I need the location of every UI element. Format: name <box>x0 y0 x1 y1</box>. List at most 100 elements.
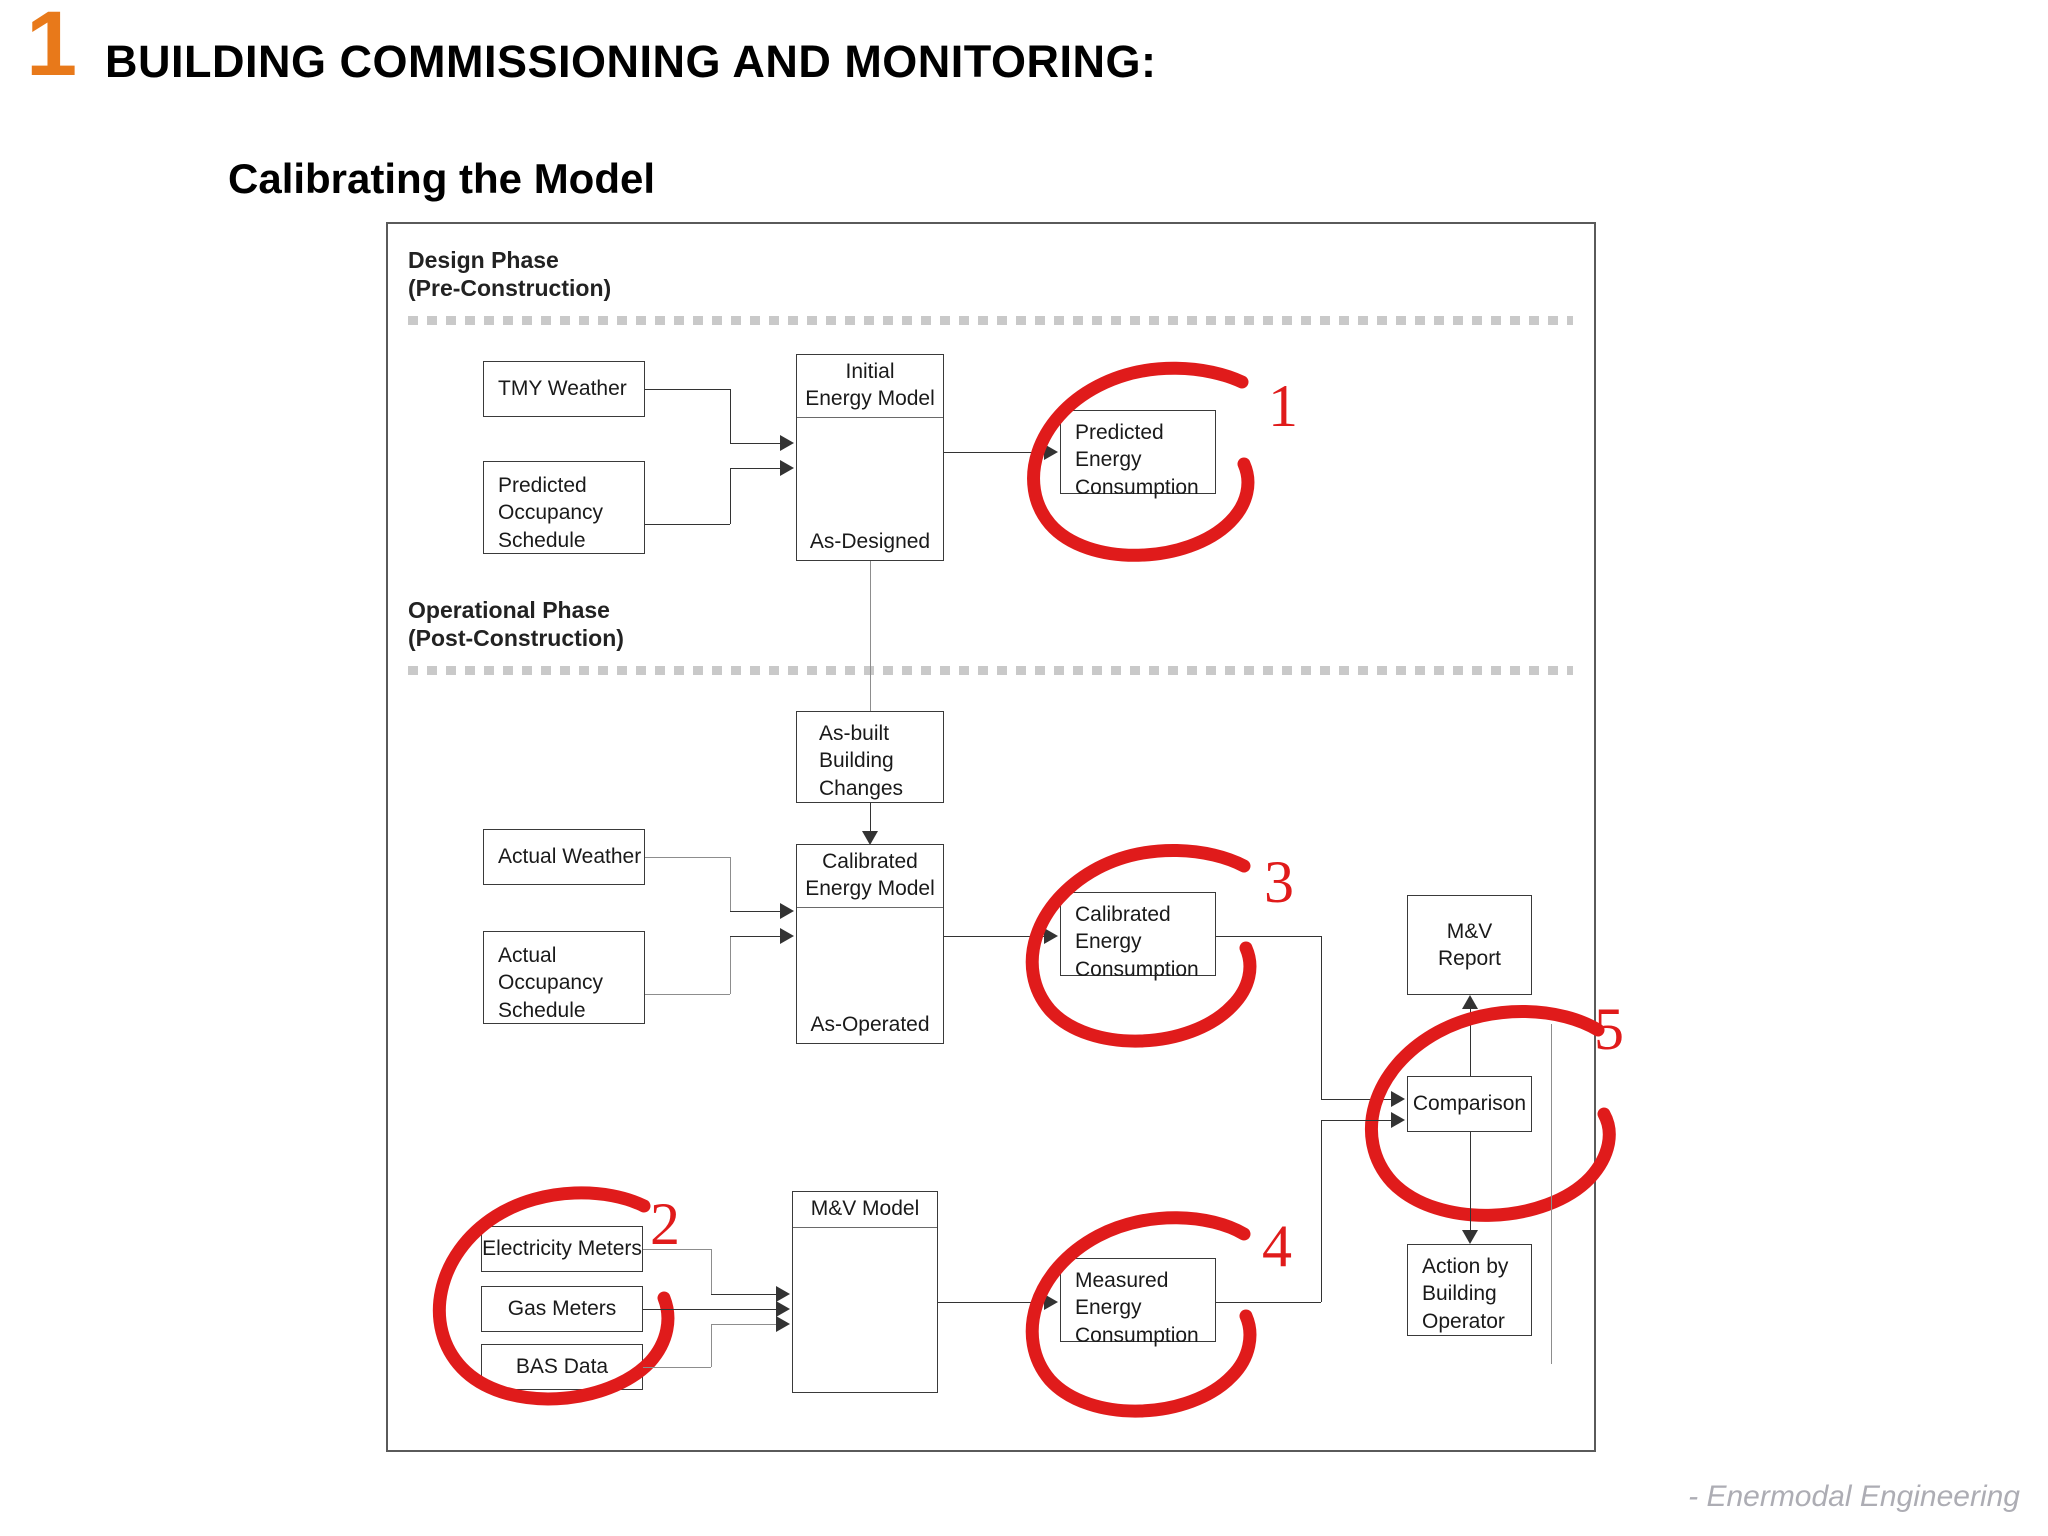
node-actual-occupancy: Actual Occupancy Schedule <box>483 931 645 1024</box>
slide-number: 1 <box>26 0 78 95</box>
node-initial-energy-model: Initial Energy Model As-Designed <box>796 354 944 561</box>
connector-tmy-v <box>730 389 731 443</box>
connector-mvmodel-to-measured <box>938 1302 1044 1303</box>
arrow-to-action-by-operator <box>1462 1230 1478 1244</box>
connector-occ-h2 <box>730 468 780 469</box>
phase-divider-design <box>408 316 1573 325</box>
arrow-to-predicted-consumption <box>1044 444 1058 460</box>
connector-elec-h2 <box>711 1294 776 1295</box>
slide-header: 1 BUILDING COMMISSIONING AND MONITORING: <box>0 0 2048 130</box>
connector-gas-h <box>643 1309 776 1310</box>
connector-elec-v <box>711 1249 712 1294</box>
arrow-to-calibrated-model <box>862 831 878 845</box>
connector-initial-to-predicted <box>944 452 1044 453</box>
phase-divider-operational <box>408 666 1573 675</box>
node-calibrated-energy-model: Calibrated Energy Model As-Operated <box>796 844 944 1044</box>
connector-measured-to-comparison-v <box>1321 1120 1322 1302</box>
arrow-to-calibrated-model-1 <box>780 903 794 919</box>
arrow-to-calibrated-model-2 <box>780 928 794 944</box>
arrow-to-mv-model-3 <box>776 1316 790 1332</box>
annotation-number-4: 4 <box>1262 1213 1292 1279</box>
node-gas-meters: Gas Meters <box>481 1286 643 1332</box>
node-electricity-meters-label: Electricity Meters <box>482 1237 642 1261</box>
annotation-circle-1 <box>1027 361 1255 562</box>
node-measured-consumption: Measured Energy Consumption <box>1060 1258 1216 1347</box>
arrow-to-calibrated-consumption <box>1044 928 1058 944</box>
process-diagram: Design Phase (Pre-Construction) Operatio… <box>386 222 1624 1452</box>
connector-feedback-v <box>1551 1024 1552 1364</box>
node-calibrated-consumption-label: Calibrated Energy Consumption <box>1075 903 1199 981</box>
node-measured-consumption-label: Measured Energy Consumption <box>1075 1269 1199 1347</box>
connector-occ-h1 <box>645 524 730 525</box>
arrow-to-initial-model-2 <box>780 460 794 476</box>
node-tmy-weather-label: TMY Weather <box>498 377 627 401</box>
node-electricity-meters-box: Electricity Meters <box>481 1226 643 1272</box>
node-bas-data-label: BAS Data <box>515 1355 609 1379</box>
arrow-to-comparison-1 <box>1391 1091 1405 1107</box>
node-as-built-changes-label: As-built Building Changes <box>819 722 904 800</box>
annotation-circle-4 <box>1025 1211 1257 1418</box>
node-predicted-consumption: Predicted Energy Consumption <box>1060 410 1216 499</box>
annotation-number-1: 1 <box>1268 373 1298 439</box>
node-mv-model: M&V Model <box>792 1191 938 1393</box>
node-actual-occupancy-label: Actual Occupancy Schedule <box>498 944 604 1022</box>
connector-tmy-h2 <box>730 443 780 444</box>
connector-occ-v <box>730 468 731 524</box>
node-as-built-changes: As-built Building Changes <box>796 711 944 803</box>
node-gas-meters-label: Gas Meters <box>507 1297 617 1321</box>
connector-measured-to-comparison-h2 <box>1321 1120 1391 1121</box>
node-action-by-operator: Action by Building Operator <box>1407 1244 1532 1336</box>
connector-actualweather-v <box>730 857 731 911</box>
connector-calibratedmodel-to-consumption <box>944 936 1044 937</box>
connector-actualocc-h1 <box>645 994 730 995</box>
node-predicted-consumption-label: Predicted Energy Consumption <box>1075 421 1199 499</box>
connector-asbuilt-to-calibrated <box>870 803 871 833</box>
annotation-number-3: 3 <box>1264 849 1294 915</box>
connector-measured-to-comparison-h <box>1216 1302 1321 1303</box>
node-mv-report: M&V Report <box>1407 895 1532 995</box>
node-mv-report-label: M&V Report <box>1437 919 1502 970</box>
node-calibrated-consumption: Calibrated Energy Consumption <box>1060 892 1216 981</box>
connector-calibrated-to-comparison-v <box>1321 936 1322 1099</box>
node-comparison-label: Comparison <box>1412 1092 1527 1116</box>
connector-elec-h1 <box>643 1249 711 1250</box>
node-actual-weather-label: Actual Weather <box>498 845 642 869</box>
node-actual-weather: Actual Weather <box>483 829 645 885</box>
page-subtitle: Calibrating the Model <box>228 155 656 202</box>
connector-calibrated-to-comparison-h2 <box>1321 1099 1391 1100</box>
connector-asdesigned-down <box>870 561 871 711</box>
node-tmy-weather: TMY Weather <box>483 361 645 417</box>
phase-label-operational: Operational Phase (Post-Construction) <box>408 597 624 652</box>
connector-comparison-to-action <box>1470 1132 1471 1232</box>
annotation-circle-5 <box>1364 1005 1616 1222</box>
connector-actualocc-v <box>730 936 731 994</box>
connector-calibrated-to-comparison-h <box>1216 936 1321 937</box>
arrow-to-mv-model-1 <box>776 1286 790 1302</box>
annotation-circle-2 <box>432 1186 675 1406</box>
node-predicted-occupancy: Predicted Occupancy Schedule <box>483 461 645 554</box>
arrow-to-initial-model-1 <box>780 435 794 451</box>
node-calibrated-energy-model-header: Calibrated Energy Model <box>797 845 943 908</box>
connector-actualweather-h1 <box>645 857 730 858</box>
connector-bas-h1 <box>643 1367 711 1368</box>
node-calibrated-energy-model-footer: As-Operated <box>810 1013 930 1036</box>
node-initial-energy-model-header: Initial Energy Model <box>797 355 943 418</box>
connector-bas-v <box>711 1324 712 1367</box>
annotation-number-2: 2 <box>650 1191 680 1257</box>
node-mv-model-header: M&V Model <box>793 1192 937 1228</box>
arrow-to-measured-consumption <box>1044 1294 1058 1310</box>
arrow-to-mv-report <box>1462 995 1478 1009</box>
connector-tmy-h1 <box>645 389 730 390</box>
node-comparison: Comparison <box>1407 1076 1532 1132</box>
connector-actualocc-h2 <box>730 936 780 937</box>
page-title: BUILDING COMMISSIONING AND MONITORING: <box>105 36 1157 87</box>
arrow-to-comparison-2 <box>1391 1112 1405 1128</box>
node-action-by-operator-label: Action by Building Operator <box>1422 1255 1509 1333</box>
annotation-number-5: 5 <box>1594 996 1624 1062</box>
node-predicted-occupancy-label: Predicted Occupancy Schedule <box>498 474 604 552</box>
annotation-circle-3 <box>1025 843 1257 1048</box>
node-initial-energy-model-footer: As-Designed <box>809 530 931 553</box>
arrow-to-mv-model-2 <box>776 1301 790 1317</box>
connector-actualweather-h2 <box>730 911 780 912</box>
connector-bas-h2 <box>711 1324 776 1325</box>
